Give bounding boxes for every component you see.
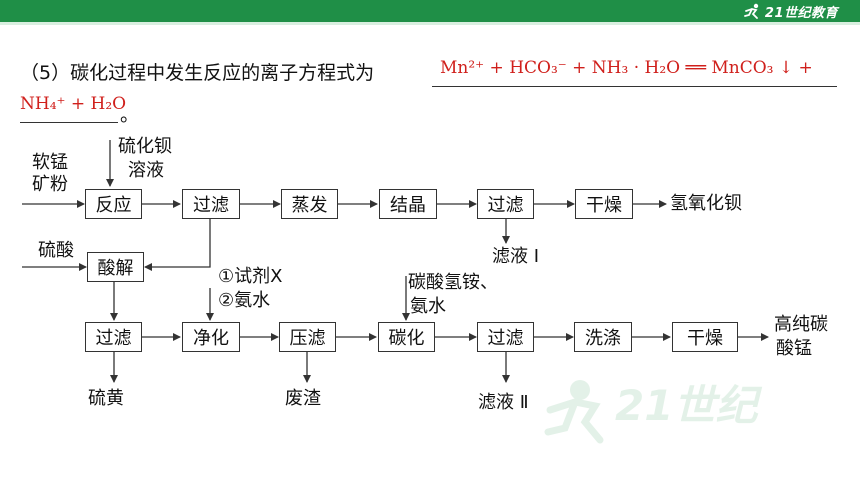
logo-text: 21世纪教育 — [764, 5, 838, 21]
carbonation-input-2: 氨水 — [410, 296, 446, 317]
box-dry-2: 干燥 — [672, 322, 738, 352]
question-text: 碳化过程中发生反应的离子方程式为 — [70, 62, 375, 84]
box-wash: 洗涤 — [574, 322, 632, 352]
barium-sulfide-label-1: 硫化钡 — [118, 136, 172, 157]
box-dry-1: 干燥 — [575, 189, 633, 219]
product-label-2: 酸锰 — [776, 338, 812, 359]
answer-line-2: NH₄⁺ + H₂O — [20, 94, 127, 114]
sulfur-output: 硫黄 — [88, 388, 124, 409]
reagent-label-1: ①试剂X — [218, 266, 283, 287]
header-stripe — [0, 22, 860, 25]
filtrate-2-label: 滤液 Ⅱ — [478, 392, 529, 413]
box-acid-leach: 酸解 — [87, 252, 144, 282]
box-purify: 净化 — [182, 322, 240, 352]
reagent-label-2: ②氨水 — [218, 290, 271, 311]
carbonation-input-1: 碳酸氢铵、 — [408, 272, 498, 293]
header-bar — [0, 0, 860, 22]
box-filter-1: 过滤 — [182, 189, 240, 219]
brand-logo: 21世纪教育 — [744, 1, 838, 21]
runner-icon — [744, 3, 759, 19]
box-filter-4: 过滤 — [477, 322, 534, 352]
question-number: （5） — [20, 62, 71, 84]
question-line: （5）碳化过程中发生反应的离子方程式为 — [20, 58, 374, 85]
ore-label-1: 软锰 — [32, 152, 68, 173]
box-reaction: 反应 — [85, 189, 142, 219]
box-filter-3: 过滤 — [85, 322, 142, 352]
box-press-filter: 压滤 — [279, 322, 336, 352]
answer-period: 。 — [120, 104, 140, 126]
svg-text:21世纪: 21世纪 — [615, 381, 762, 430]
answer-line-1: Mn²⁺ + HCO₃⁻ + NH₃ · H₂O ══ MnCO₃ ↓ + — [440, 58, 813, 78]
filtrate-1-label: 滤液 I — [492, 246, 540, 267]
answer-underline-1 — [432, 86, 837, 87]
product-label-1: 高纯碳 — [774, 314, 828, 335]
answer-underline-2 — [20, 122, 118, 123]
box-evaporate: 蒸发 — [281, 189, 338, 219]
sulfuric-acid-label: 硫酸 — [38, 240, 74, 261]
box-filter-2: 过滤 — [477, 189, 534, 219]
residue-output: 废渣 — [285, 388, 321, 409]
barium-sulfide-label-2: 溶液 — [128, 160, 164, 181]
box-carbonation: 碳化 — [378, 322, 435, 352]
box-crystallize: 结晶 — [379, 189, 437, 219]
ore-label-2: 矿粉 — [32, 174, 68, 195]
watermark-icon: 21世纪 — [544, 380, 762, 444]
barium-hydroxide-product: 氢氧化钡 — [670, 193, 742, 214]
